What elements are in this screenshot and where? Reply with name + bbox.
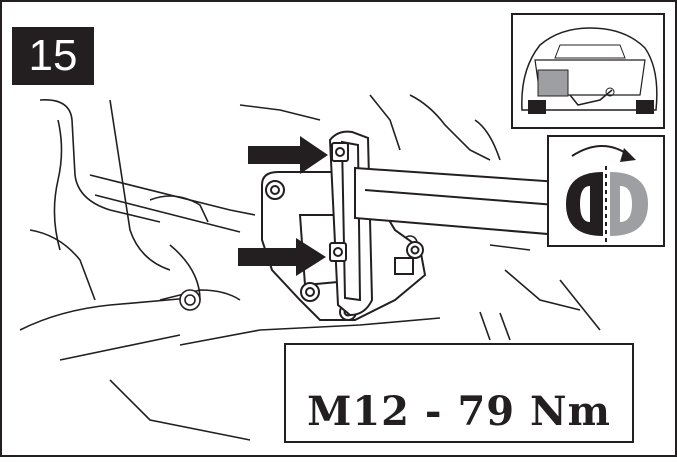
- pointer-arrow-icon: [238, 136, 328, 276]
- bracket-nuts: [329, 142, 349, 262]
- torque-spec-label: M12 - 79 Nm: [307, 388, 611, 435]
- tighten-rotation-icon: [547, 135, 665, 247]
- step-number-badge: 15: [12, 27, 94, 85]
- vehicle-rear-overview-icon: [511, 13, 665, 129]
- torque-spec-panel: M12 - 79 Nm: [284, 343, 634, 443]
- tow-bar-tube: [354, 166, 561, 237]
- chassis-linework: [19, 94, 601, 441]
